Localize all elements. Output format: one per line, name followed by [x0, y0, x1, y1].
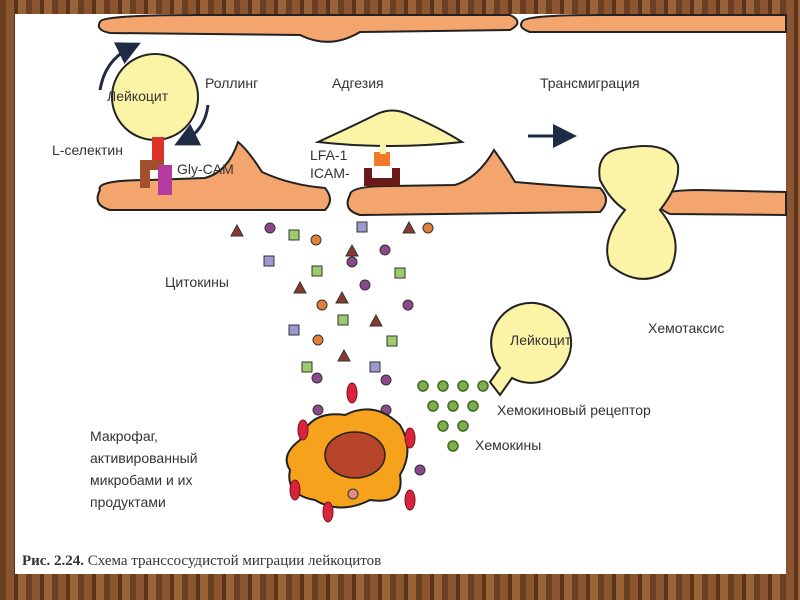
gly-cam-label: Gly-CAM [177, 161, 234, 177]
lfa1-label: LFA-1 [310, 147, 348, 163]
leukocyte-chemotaxis-label: Лейкоцит [510, 332, 572, 348]
endothelial-cell-right [657, 188, 787, 217]
chemokine-receptor-label: Хемокиновый рецептор [497, 402, 651, 418]
macrophage [285, 382, 416, 523]
chemotaxis-label: Хемотаксис [648, 320, 724, 336]
leukocyte-transmigrating [598, 145, 680, 280]
figure-caption: Рис. 2.24. Схема трансcосудистой миграци… [22, 553, 381, 569]
leukocyte-rolling-label: Лейкоцит [107, 88, 169, 104]
macrophage-label-4: продуктами [90, 494, 166, 510]
leukocyte-chemotaxis [488, 301, 573, 397]
chemokines-label: Хемокины [475, 437, 541, 453]
macrophage-label-1: Макрофаг, [90, 428, 158, 444]
endothelial-cell-middle [346, 148, 607, 217]
adhesion-label: Адгезия [332, 75, 384, 91]
cytokines [230, 220, 434, 476]
icam-label: ICAM- [310, 165, 350, 181]
rolling-arrow-up-icon [98, 42, 141, 91]
cytokines-label: Цитокины [165, 274, 229, 290]
macrophage-label-2: активированный [90, 450, 198, 466]
l-selectin-label: L-селектин [52, 142, 123, 158]
rolling-label: Роллинг [205, 75, 258, 91]
vessel-wall-top-right [520, 14, 787, 33]
chemokines [417, 380, 489, 452]
macrophage-label-3: микробами и их [90, 472, 193, 488]
adhesion-molecules [140, 137, 400, 195]
endothelial-cell-left [96, 140, 331, 211]
caption-text: Схема трансcосудистой миграции лейкоцито… [84, 553, 381, 569]
leukocyte-adhering [314, 109, 465, 147]
caption-number: Рис. 2.24. [22, 553, 84, 569]
transmigration-label: Трансмиграция [540, 75, 640, 91]
vessel-wall-top-left [97, 14, 519, 43]
rolling-arrow-down-icon [174, 104, 210, 146]
